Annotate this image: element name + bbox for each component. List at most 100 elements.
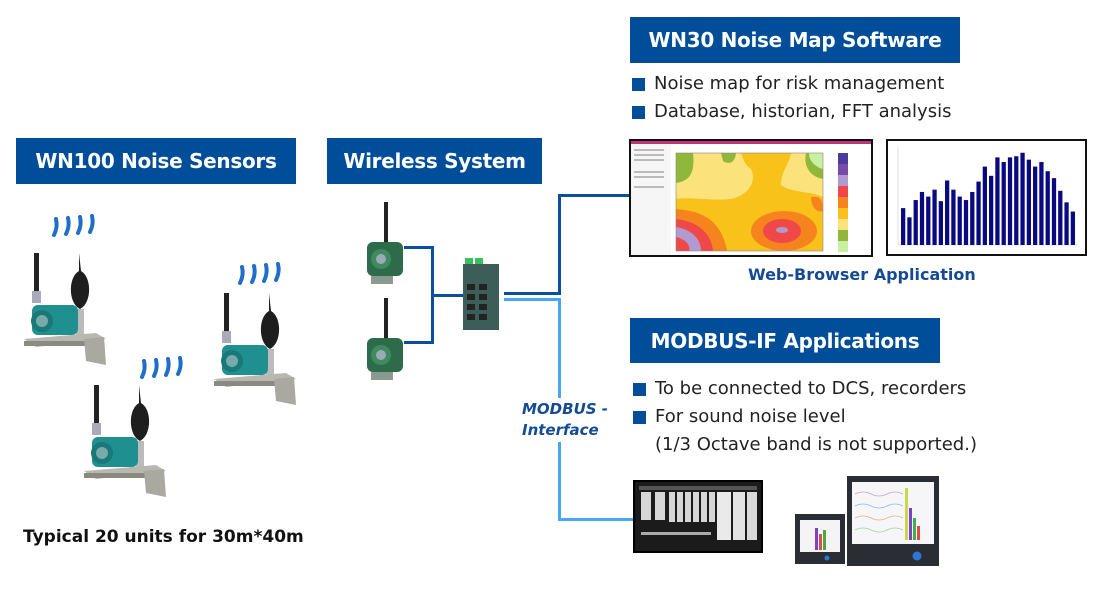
app-side-panel xyxy=(631,144,671,255)
network-switch-device xyxy=(463,258,499,330)
wireless-gateway-device xyxy=(367,202,403,284)
fft-bar xyxy=(913,200,918,245)
wireless-wave-icon xyxy=(140,356,183,379)
bullet-square-icon xyxy=(632,105,645,119)
bullet-item: Noise map for risk management xyxy=(632,70,951,98)
fft-chart-screenshot xyxy=(886,139,1087,256)
noise-sensor-unit xyxy=(24,253,106,365)
bullet-item: To be connected to DCS, recorders xyxy=(633,375,977,403)
legend-swatch xyxy=(838,186,848,197)
modbus-title: MODBUS-IF Applications xyxy=(630,318,940,363)
modbus-interface-label: MODBUS - Interface xyxy=(522,398,608,442)
fft-bar xyxy=(970,191,975,245)
connector-line xyxy=(504,292,561,295)
noise-sensors-illustration xyxy=(24,214,296,497)
bullet-item: For sound noise level xyxy=(633,403,977,431)
legend-swatch xyxy=(838,164,848,175)
legend-swatch xyxy=(838,241,848,252)
connector-line xyxy=(558,194,632,197)
app-header-bar xyxy=(631,141,871,144)
wireless-title-text: Wireless System xyxy=(343,149,526,173)
note-text: (1/3 Octave band is not supported.) xyxy=(655,434,977,455)
legend-swatch xyxy=(838,208,848,219)
connector-line xyxy=(558,518,634,521)
fft-bar xyxy=(1033,166,1038,245)
fft-bar xyxy=(1045,171,1050,245)
bullet-text: To be connected to DCS, recorders xyxy=(655,378,967,399)
fft-bar xyxy=(901,208,906,245)
fft-bar xyxy=(1064,202,1069,245)
wireless-devices-illustration xyxy=(367,202,499,380)
fft-bar xyxy=(951,189,956,245)
bullet-square-icon xyxy=(633,382,646,396)
fft-bar xyxy=(1070,211,1075,245)
noise-sensor-unit xyxy=(84,385,166,497)
fft-bar xyxy=(945,180,950,245)
fft-bar xyxy=(926,196,931,245)
fft-bar xyxy=(995,157,1000,245)
legend-swatch xyxy=(838,219,848,230)
wireless-wave-icon xyxy=(238,262,281,285)
fft-bar xyxy=(907,217,912,245)
connector-line xyxy=(431,294,464,297)
connector-line xyxy=(404,341,434,344)
sensors-caption: Typical 20 units for 30m*40m xyxy=(23,527,304,547)
sensors-title: WN100 Noise Sensors xyxy=(16,138,296,184)
connector-line xyxy=(504,298,561,301)
modbus-label-line1: MODBUS - xyxy=(522,400,608,418)
modbus-title-text: MODBUS-IF Applications xyxy=(650,328,920,353)
noise-contour-map xyxy=(676,153,823,251)
connector-line xyxy=(558,194,561,295)
legend-swatch xyxy=(838,197,848,208)
legend-swatch xyxy=(838,230,848,241)
recorders-illustration xyxy=(795,476,939,566)
bullet-square-icon xyxy=(633,410,646,424)
small-recorder-device xyxy=(795,514,845,564)
legend-swatch xyxy=(838,175,848,186)
fft-bar xyxy=(1058,190,1063,245)
fft-bar xyxy=(1014,156,1019,245)
fft-bar xyxy=(1020,152,1025,245)
bullet-text: For sound noise level xyxy=(655,406,846,427)
modbus-label-line2: Interface xyxy=(522,421,599,439)
sensors-title-text: WN100 Noise Sensors xyxy=(35,149,277,173)
dcs-rack-illustration xyxy=(639,486,757,540)
software-title-text: WN30 Noise Map Software xyxy=(648,28,942,52)
noise-map-legend xyxy=(838,153,848,252)
fft-bar xyxy=(1007,157,1013,245)
web-browser-caption: Web-Browser Application xyxy=(748,265,976,284)
wireless-title: Wireless System xyxy=(327,138,542,184)
fft-bar xyxy=(1051,178,1057,245)
fft-bar xyxy=(1039,161,1044,245)
map-border xyxy=(675,152,824,252)
legend-swatch xyxy=(838,153,848,164)
bullet-square-icon xyxy=(632,77,645,91)
modbus-note: (1/3 Octave band is not supported.) xyxy=(633,431,977,459)
fft-bar xyxy=(932,189,937,245)
noise-map-screenshot xyxy=(629,139,873,257)
bullet-text: Noise map for risk management xyxy=(654,73,945,94)
connector-line xyxy=(404,246,434,249)
fft-bar xyxy=(938,201,943,245)
side-panel-rows xyxy=(634,149,664,188)
bullet-item: Database, historian, FFT analysis xyxy=(632,98,951,126)
bullet-text: Database, historian, FFT analysis xyxy=(654,101,952,122)
fft-bar xyxy=(957,196,962,245)
fft-bar xyxy=(982,166,987,245)
fft-bar xyxy=(989,175,994,245)
software-bullets: Noise map for risk management Database, … xyxy=(632,70,951,126)
noise-map-image xyxy=(631,141,871,255)
software-title: WN30 Noise Map Software xyxy=(630,17,960,63)
dcs-rack-image xyxy=(633,480,763,553)
fft-bar xyxy=(976,181,981,245)
fft-bar xyxy=(1026,159,1031,245)
wireless-wave-icon xyxy=(52,214,95,237)
fft-bar xyxy=(919,191,925,245)
fft-bar xyxy=(963,200,969,245)
fft-bar-chart xyxy=(897,147,1078,246)
fft-bar xyxy=(1001,161,1006,245)
large-recorder-device xyxy=(847,476,939,566)
wireless-gateway-device xyxy=(367,298,403,380)
modbus-bullets: To be connected to DCS, recorders For so… xyxy=(633,375,977,459)
noise-sensor-unit xyxy=(214,293,296,405)
